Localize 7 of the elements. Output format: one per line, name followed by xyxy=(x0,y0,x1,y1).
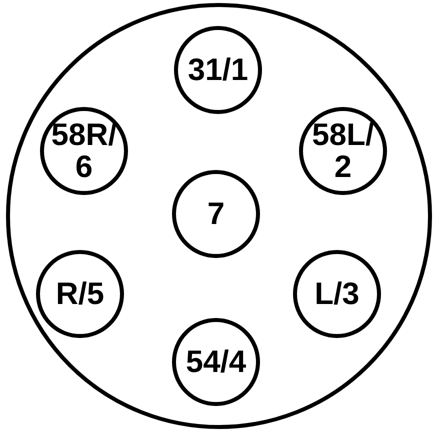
pin-label: R/5 xyxy=(54,278,106,310)
pin-label: 58L/ 2 xyxy=(310,119,376,183)
pin-label: L/3 xyxy=(314,278,360,310)
pin-label: 58R/ 6 xyxy=(50,119,118,183)
pin-label: 7 xyxy=(206,198,226,230)
pin-label: 54/4 xyxy=(184,346,248,378)
pin-label: 31/1 xyxy=(186,54,250,86)
